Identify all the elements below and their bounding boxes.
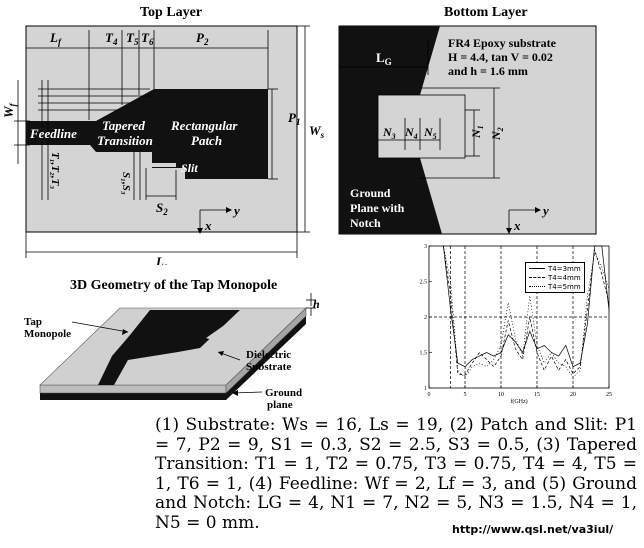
bottom-axis-x: x (513, 218, 521, 233)
top-axis-x: x (204, 218, 212, 233)
legend-line-1 (529, 268, 545, 269)
x-tick-label-0: 0 (428, 392, 431, 398)
tapered-label: Tapered (102, 118, 145, 133)
caption-text: (1) Substrate: Ws = 16, Ls = 19, (2) Pat… (155, 415, 637, 533)
transition-label: Transition (97, 133, 153, 148)
ground-plane (339, 26, 442, 234)
lg-label: LG (376, 50, 392, 67)
y-tick-label-0: 1 (424, 386, 427, 392)
substrate-line1: FR4 Epoxy substrate (448, 36, 557, 50)
legend-line-2 (529, 277, 545, 278)
n1-label: N1 (469, 125, 485, 139)
y-tick-label-2: 2 (424, 315, 427, 321)
p1-label: P1 (288, 110, 300, 127)
legend-label-3: T4=5mm (548, 282, 581, 291)
geometry-3d-diagram: Tap Monopole Dielectric Substrate Ground… (24, 293, 320, 411)
tap-label: Tap (24, 316, 42, 328)
h-label: h (313, 297, 320, 311)
geometry-3d-title: 3D Geometry of the Tap Monopole (70, 278, 278, 293)
bottom-layer-diagram: FR4 Epoxy substrate H = 4.4, tan V = 0.0… (338, 25, 597, 235)
n5-label: N5 (423, 125, 437, 141)
y-tick-label-3: 2.5 (420, 280, 428, 286)
legend-label-2: T4=4mm (548, 273, 581, 282)
monopole-label: Monopole (24, 328, 71, 340)
source-url: http://www.qsl.net/va3iul/ (452, 523, 614, 536)
rectangular-label: Rectangular (170, 118, 238, 133)
wf-label: Wf (1, 102, 18, 118)
substrate-label: Substrate (246, 361, 291, 373)
bottom-axis-y: y (541, 203, 549, 218)
legend-line-3 (529, 286, 545, 287)
legend-label-1: T4=3mm (548, 264, 581, 273)
x-tick-label-1: 5 (464, 392, 467, 398)
ground-label: Ground (265, 387, 302, 399)
s2-label: S2 (156, 200, 168, 217)
lf-label: Lf (49, 30, 62, 47)
notch (377, 94, 466, 159)
t6-label: T6 (141, 30, 154, 47)
bottom-layer-title: Bottom Layer (444, 5, 528, 20)
ground-label-1: Ground (350, 186, 391, 200)
tap-monopole-3d (98, 310, 240, 385)
chart-legend: T4=3mm T4=4mm T4=5mm (525, 262, 585, 293)
patch-label: Patch (191, 133, 222, 148)
ws-label: Ws (309, 123, 325, 140)
y-tick-label-4: 3 (424, 244, 427, 250)
plane-label: plane (267, 399, 293, 411)
x-axis-label: f(GHz) (510, 398, 527, 405)
slit (146, 163, 176, 167)
ls-label: Ls (155, 254, 168, 265)
x-tick-label-5: 25 (606, 392, 612, 398)
slit-label: Slit (181, 161, 198, 175)
s13-label: S₁,S₃ (120, 172, 132, 195)
x-tick-label-2: 10 (498, 392, 504, 398)
y-tick-label-1: 1.5 (420, 351, 428, 357)
n3-label: N3 (382, 125, 396, 141)
top-patch-conductor (26, 89, 268, 179)
series-line-2 (443, 245, 610, 376)
ground-label-3: Notch (350, 216, 381, 230)
n2-label: N2 (489, 127, 505, 141)
x-tick-label-3: 15 (534, 392, 540, 398)
feedline-label: Feedline (29, 126, 77, 141)
top-axis-y: y (232, 203, 240, 218)
top-layer-diagram: Lf T4 T5 T6 P2 Wf P1 Ws Ls Feedline Tape… (1, 25, 325, 265)
ground-label-2: Plane with (350, 201, 405, 215)
substrate-side (39, 384, 227, 394)
t5-label: T5 (126, 30, 139, 47)
top-layer-title: Top Layer (140, 5, 203, 20)
x-tick-label-4: 20 (570, 392, 576, 398)
t4-label: T4 (105, 30, 118, 47)
p2-label: P2 (196, 30, 209, 47)
n4-label: N4 (404, 125, 418, 141)
dielectric-label: Dielectric (246, 349, 291, 361)
substrate-line3: and h = 1.6 mm (448, 64, 528, 78)
t123-label: T₁,T₂,T₃ (49, 152, 61, 189)
substrate-line2: H = 4.4, tan V = 0.02 (448, 50, 553, 64)
